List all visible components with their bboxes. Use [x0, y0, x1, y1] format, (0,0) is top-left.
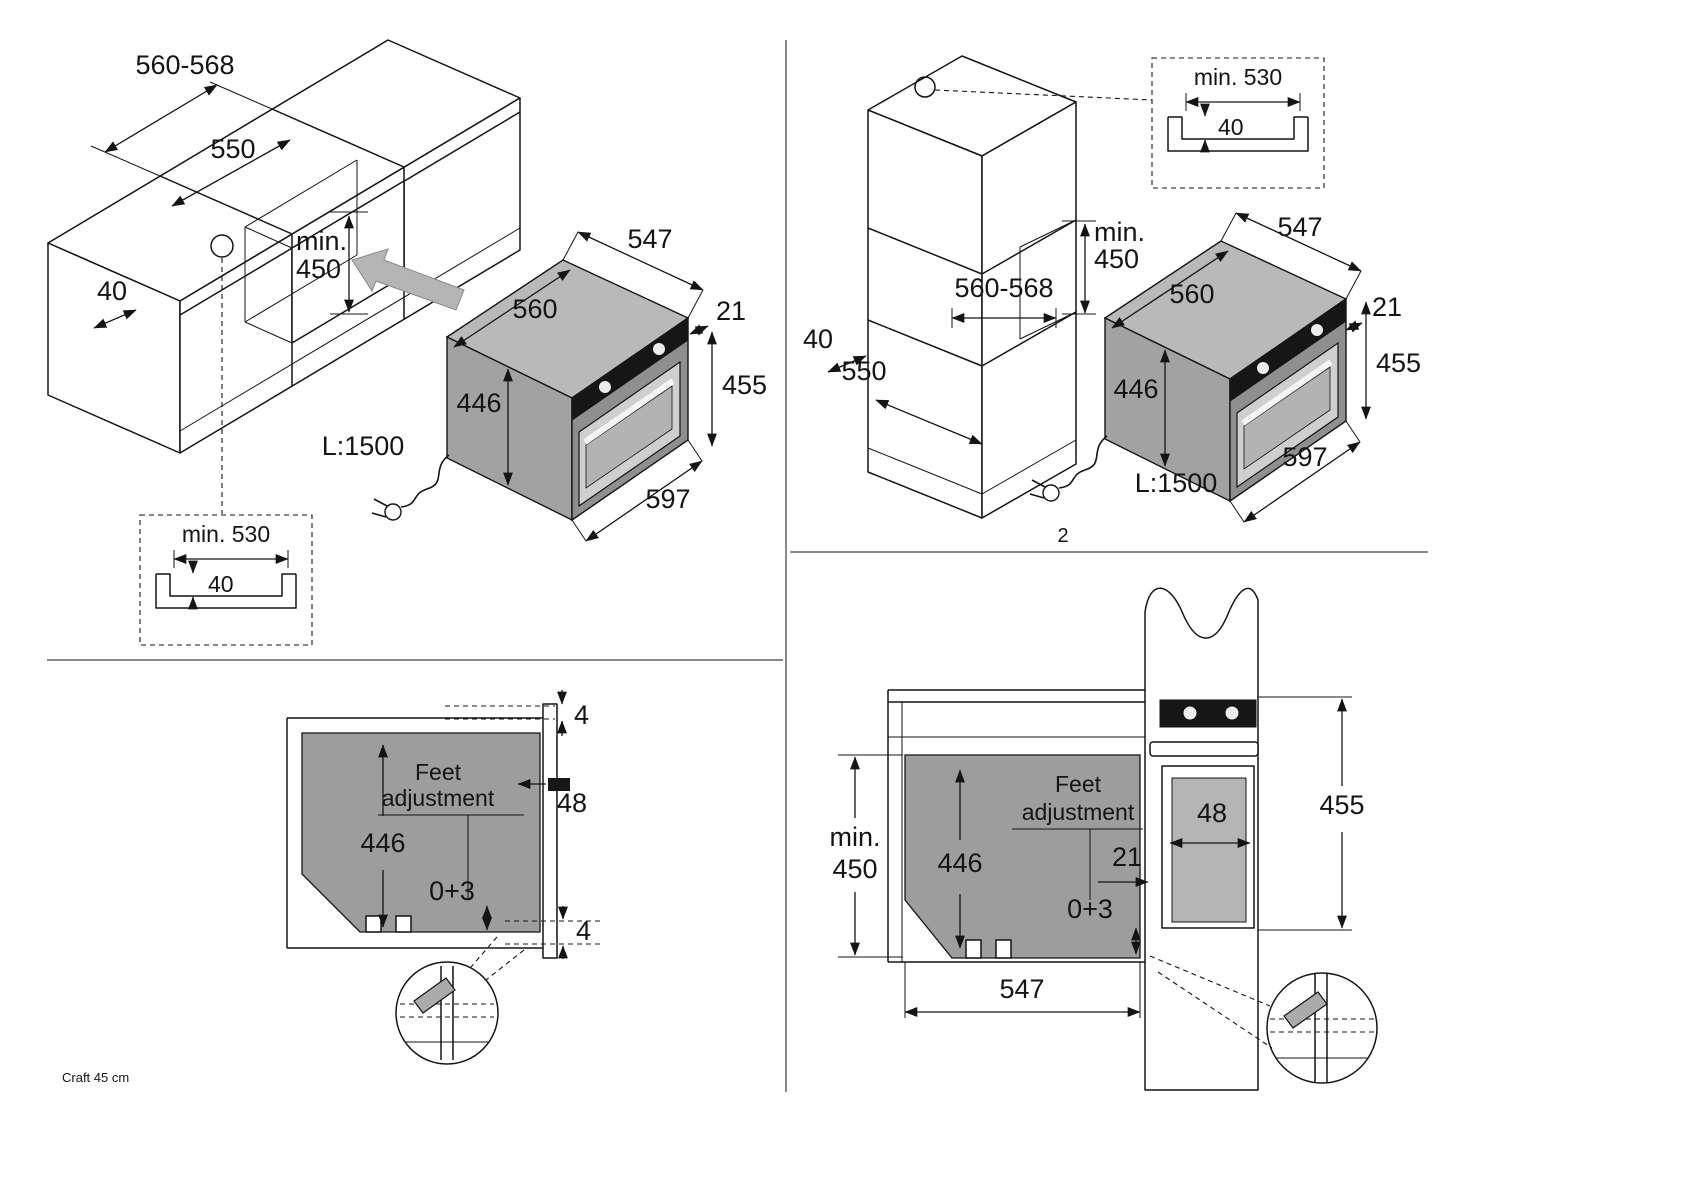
tr-dim-label-width-range: 560-568	[954, 273, 1053, 303]
tl-cord-length-label: L:1500	[322, 431, 405, 461]
tr-dim-label-550: 550	[841, 356, 886, 386]
br-dim-label-48: 48	[1197, 798, 1227, 828]
br-dim-label-547: 547	[999, 974, 1044, 1004]
bl-foot-detail-callout	[395, 936, 525, 1065]
tl-dim-label-455: 455	[722, 370, 767, 400]
tr-dim-label-455: 455	[1376, 348, 1421, 378]
tl-dim-label-width-range: 560-568	[135, 50, 234, 80]
br-dim-label-21: 21	[1112, 842, 1142, 872]
quadrant-niche-section: 4 Feet adjustment 48 446 0+3 4	[286, 690, 601, 1065]
br-feet-label-line1: Feet	[1055, 771, 1102, 797]
tl-inset-40-label: 40	[208, 571, 234, 597]
bl-carcass-lines	[286, 717, 557, 949]
quadrant-section-with-oven: min. 450 446 Feet adjustment 48 21 0+3 4…	[829, 587, 1378, 1091]
tr-dim-label-597: 597	[1282, 442, 1327, 472]
tl-dimension-lines	[90, 81, 717, 542]
tr-dim-label-450: 450	[1094, 244, 1139, 274]
tr-detail-callout	[914, 57, 1325, 189]
tr-dim-label-40: 40	[803, 324, 833, 354]
bl-mounting-bracket	[548, 778, 570, 791]
oven-knob-icon	[1224, 705, 1240, 721]
tr-dim-label-446: 446	[1113, 374, 1158, 404]
tr-inset-min530-label: min. 530	[1194, 64, 1282, 90]
br-dim-label-min: min.	[829, 822, 880, 852]
tr-dim-label-21: 21	[1372, 292, 1402, 322]
bl-feet-label-line2: adjustment	[382, 785, 495, 811]
bl-foot	[365, 915, 382, 933]
tl-detail-callout	[139, 234, 313, 646]
quadrant-under-counter-installation: 560-568 550 min. 450 40 547 560 21 455 4…	[47, 39, 767, 646]
tr-dimension-lines	[827, 212, 1371, 523]
bl-front-panel-section	[542, 703, 558, 959]
br-dim-label-450: 450	[832, 854, 877, 884]
quadrant-tall-cabinet-installation: min. 530 40 min. 450 560-568 40 550 547 …	[803, 55, 1421, 547]
br-dimension-lines	[838, 696, 1352, 1018]
bl-dim-label-4-top: 4	[574, 700, 589, 730]
insertion-direction-arrow	[351, 248, 465, 311]
tr-inset-40-label: 40	[1218, 114, 1244, 140]
br-feet-label-line2: adjustment	[1022, 799, 1135, 825]
tl-dim-label-550: 550	[210, 134, 255, 164]
tl-dim-label-547: 547	[627, 224, 672, 254]
figure-number: 2	[1057, 525, 1068, 547]
oven-handle	[1149, 741, 1259, 757]
br-foot-detail-callout	[1149, 955, 1378, 1084]
br-carcass-lines	[887, 689, 1145, 963]
tr-cord-length-label: L:1500	[1135, 468, 1218, 498]
tr-dim-label-547: 547	[1277, 212, 1322, 242]
section-dividers	[47, 40, 1428, 1092]
br-cavity-silhouette	[904, 754, 1141, 959]
br-dim-label-0-3: 0+3	[1067, 894, 1113, 924]
bl-feet-label-line1: Feet	[415, 759, 462, 785]
footer-model-label: Craft 45 cm	[62, 1070, 129, 1085]
tl-dim-label-560: 560	[512, 294, 557, 324]
br-foot	[995, 939, 1012, 959]
tl-dim-label-min: min.	[296, 226, 347, 256]
oven-knob-icon	[1182, 705, 1198, 721]
bl-dim-label-4-bottom: 4	[576, 916, 591, 946]
br-dim-label-455: 455	[1319, 790, 1364, 820]
tr-dim-label-560: 560	[1169, 279, 1214, 309]
bl-dimension-lines	[378, 690, 601, 959]
bl-dim-label-48: 48	[557, 788, 587, 818]
bl-dim-label-446: 446	[360, 828, 405, 858]
bl-cavity-silhouette	[301, 732, 541, 933]
tl-dim-label-446: 446	[456, 388, 501, 418]
tr-dim-label-min: min.	[1094, 217, 1145, 247]
tl-dim-label-450: 450	[296, 254, 341, 284]
tl-dim-label-21: 21	[716, 296, 746, 326]
br-dim-label-446: 446	[937, 848, 982, 878]
bl-foot	[395, 915, 412, 933]
bl-dim-label-0-3: 0+3	[429, 876, 475, 906]
br-foot	[965, 939, 982, 959]
tl-dim-label-597: 597	[645, 484, 690, 514]
tl-dim-label-40: 40	[97, 276, 127, 306]
tl-inset-min530-label: min. 530	[182, 521, 270, 547]
